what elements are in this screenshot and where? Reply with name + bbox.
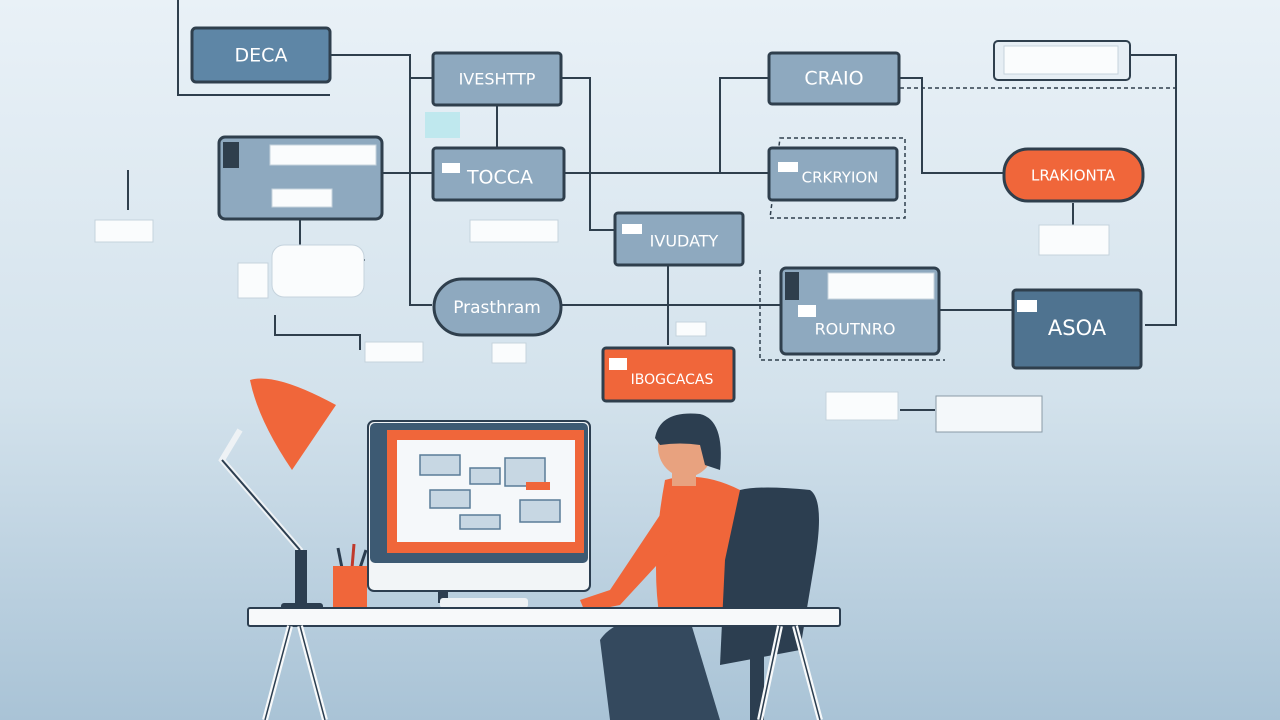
node-crkryion: CRKRYION xyxy=(767,146,899,202)
node-label: ROUTNRO xyxy=(815,320,896,339)
node-label: IBOGCACAS xyxy=(631,372,714,388)
node-label: TOCCA xyxy=(466,167,533,189)
node-iveshttp: IVESHTTP xyxy=(431,51,563,107)
node-window-left xyxy=(217,135,384,221)
node-label: CRAIO xyxy=(804,68,863,90)
node-label: LRAKIONTA xyxy=(1031,167,1116,185)
node-crao: CRAIO xyxy=(767,51,901,106)
node-routnro: ROUTNRO xyxy=(779,266,941,356)
node-window-top-right xyxy=(993,40,1131,81)
monitor xyxy=(367,420,591,608)
node-label: CRKRYION xyxy=(802,169,879,187)
desk xyxy=(247,607,841,720)
node-label: IVUDATY xyxy=(650,232,719,251)
node-lrakionta: LRAKIONTA xyxy=(1002,147,1145,203)
node-asoa: ASOA xyxy=(1011,288,1143,370)
node-label: ASOA xyxy=(1048,316,1107,340)
annotation-notes xyxy=(94,112,1110,433)
node-label: Prasthram xyxy=(453,298,541,318)
node-label: DECA xyxy=(235,45,288,67)
node-tocca: TOCCA xyxy=(431,146,566,202)
node-ivudaty: IVUDATY xyxy=(613,211,745,267)
person xyxy=(580,413,740,720)
node-prasthram: Prasthram xyxy=(432,277,563,337)
node-ibogcacas: IBOGCACAS xyxy=(601,346,736,403)
desk-lamp xyxy=(218,378,336,611)
node-deca: DECA xyxy=(190,26,332,84)
node-label: IVESHTTP xyxy=(459,70,536,89)
pencil-cup xyxy=(333,543,368,608)
